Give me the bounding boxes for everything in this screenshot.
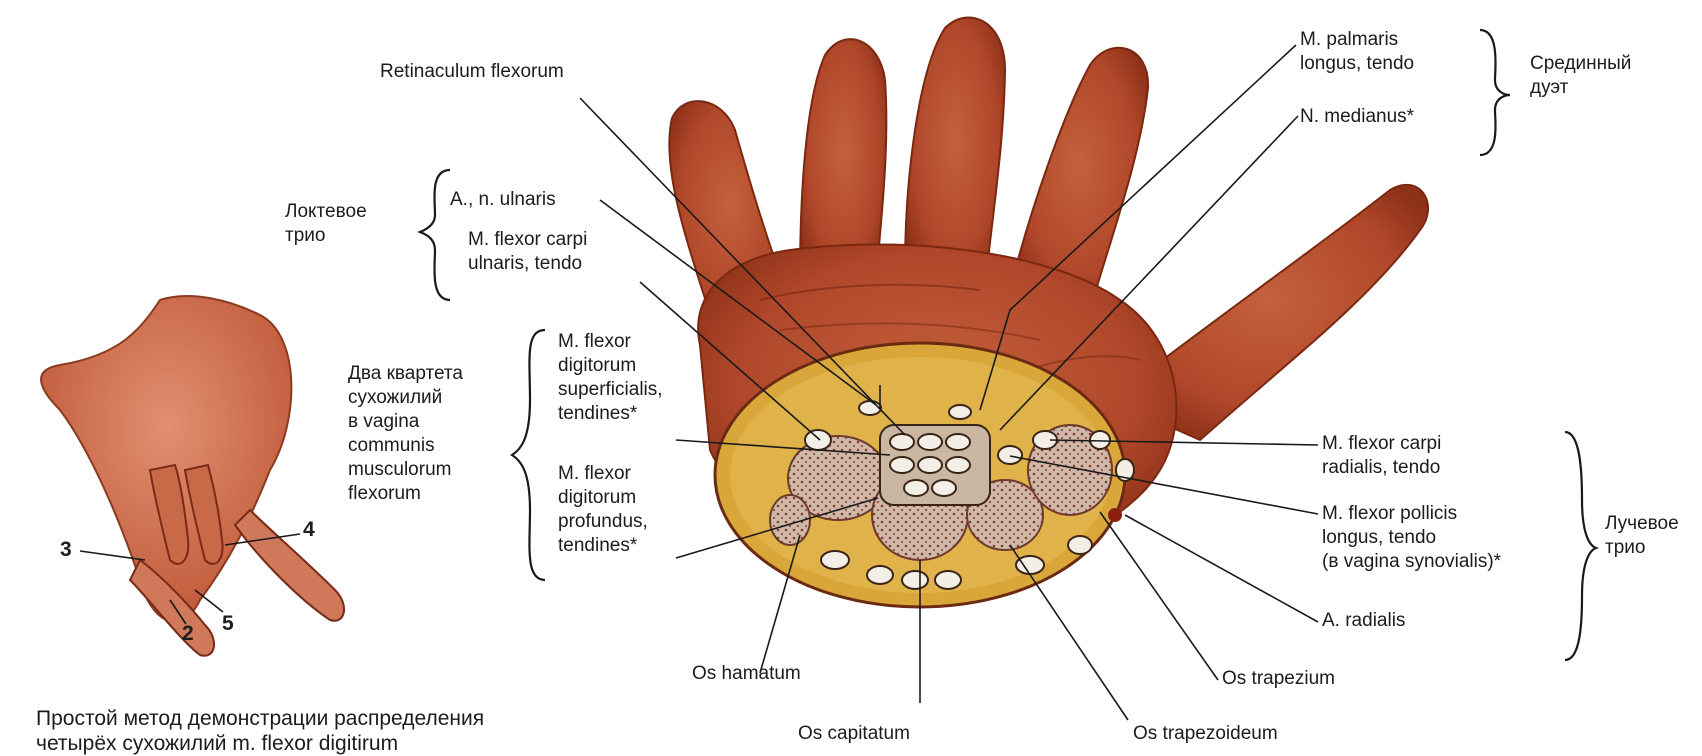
label-os-hamatum: Os hamatum (692, 662, 801, 686)
label-os-capitatum: Os capitatum (798, 722, 910, 746)
small-hand-number-2: 2 (182, 622, 194, 646)
small-hand (41, 296, 344, 656)
label-loktevoe-trio: Локтевое трио (285, 200, 367, 248)
label-retinaculum-flexorum: Retinaculum flexorum (380, 60, 564, 84)
figure-caption: Простой метод демонстрации распределения… (36, 706, 596, 756)
label-a-n-ulnaris: A., n. ulnaris (450, 188, 556, 212)
label-dva-kvarteta: Два квартета сухожилий в vagina communis… (348, 362, 463, 506)
small-hand-number-5: 5 (222, 612, 234, 636)
label-m-flexor-carpi-radialis: M. flexor carpi radialis, tendo (1322, 432, 1441, 480)
label-m-flexor-digitorum-profundus: M. flexor digitorum profundus, tendines* (558, 462, 648, 558)
label-os-trapezium: Os trapezium (1222, 667, 1335, 691)
small-hand-number-4: 4 (303, 518, 315, 542)
small-hand-number-3: 3 (60, 538, 72, 562)
label-sredinny-duet: Срединный дуэт (1530, 52, 1631, 100)
label-os-trapezoideum: Os trapezoideum (1133, 722, 1278, 746)
label-m-palmaris-longus: M. palmaris longus, tendo (1300, 28, 1414, 76)
label-m-flexor-carpi-ulnaris: M. flexor carpi ulnaris, tendo (468, 228, 587, 276)
label-n-medianus: N. medianus* (1300, 105, 1414, 129)
label-m-flexor-pollicis-longus: M. flexor pollicis longus, tendo (в vagi… (1322, 502, 1501, 574)
label-a-radialis: A. radialis (1322, 609, 1405, 633)
label-luchevoe-trio: Лучевое трио (1605, 512, 1679, 560)
label-m-flexor-digitorum-superficialis: M. flexor digitorum superficialis, tendi… (558, 330, 663, 426)
